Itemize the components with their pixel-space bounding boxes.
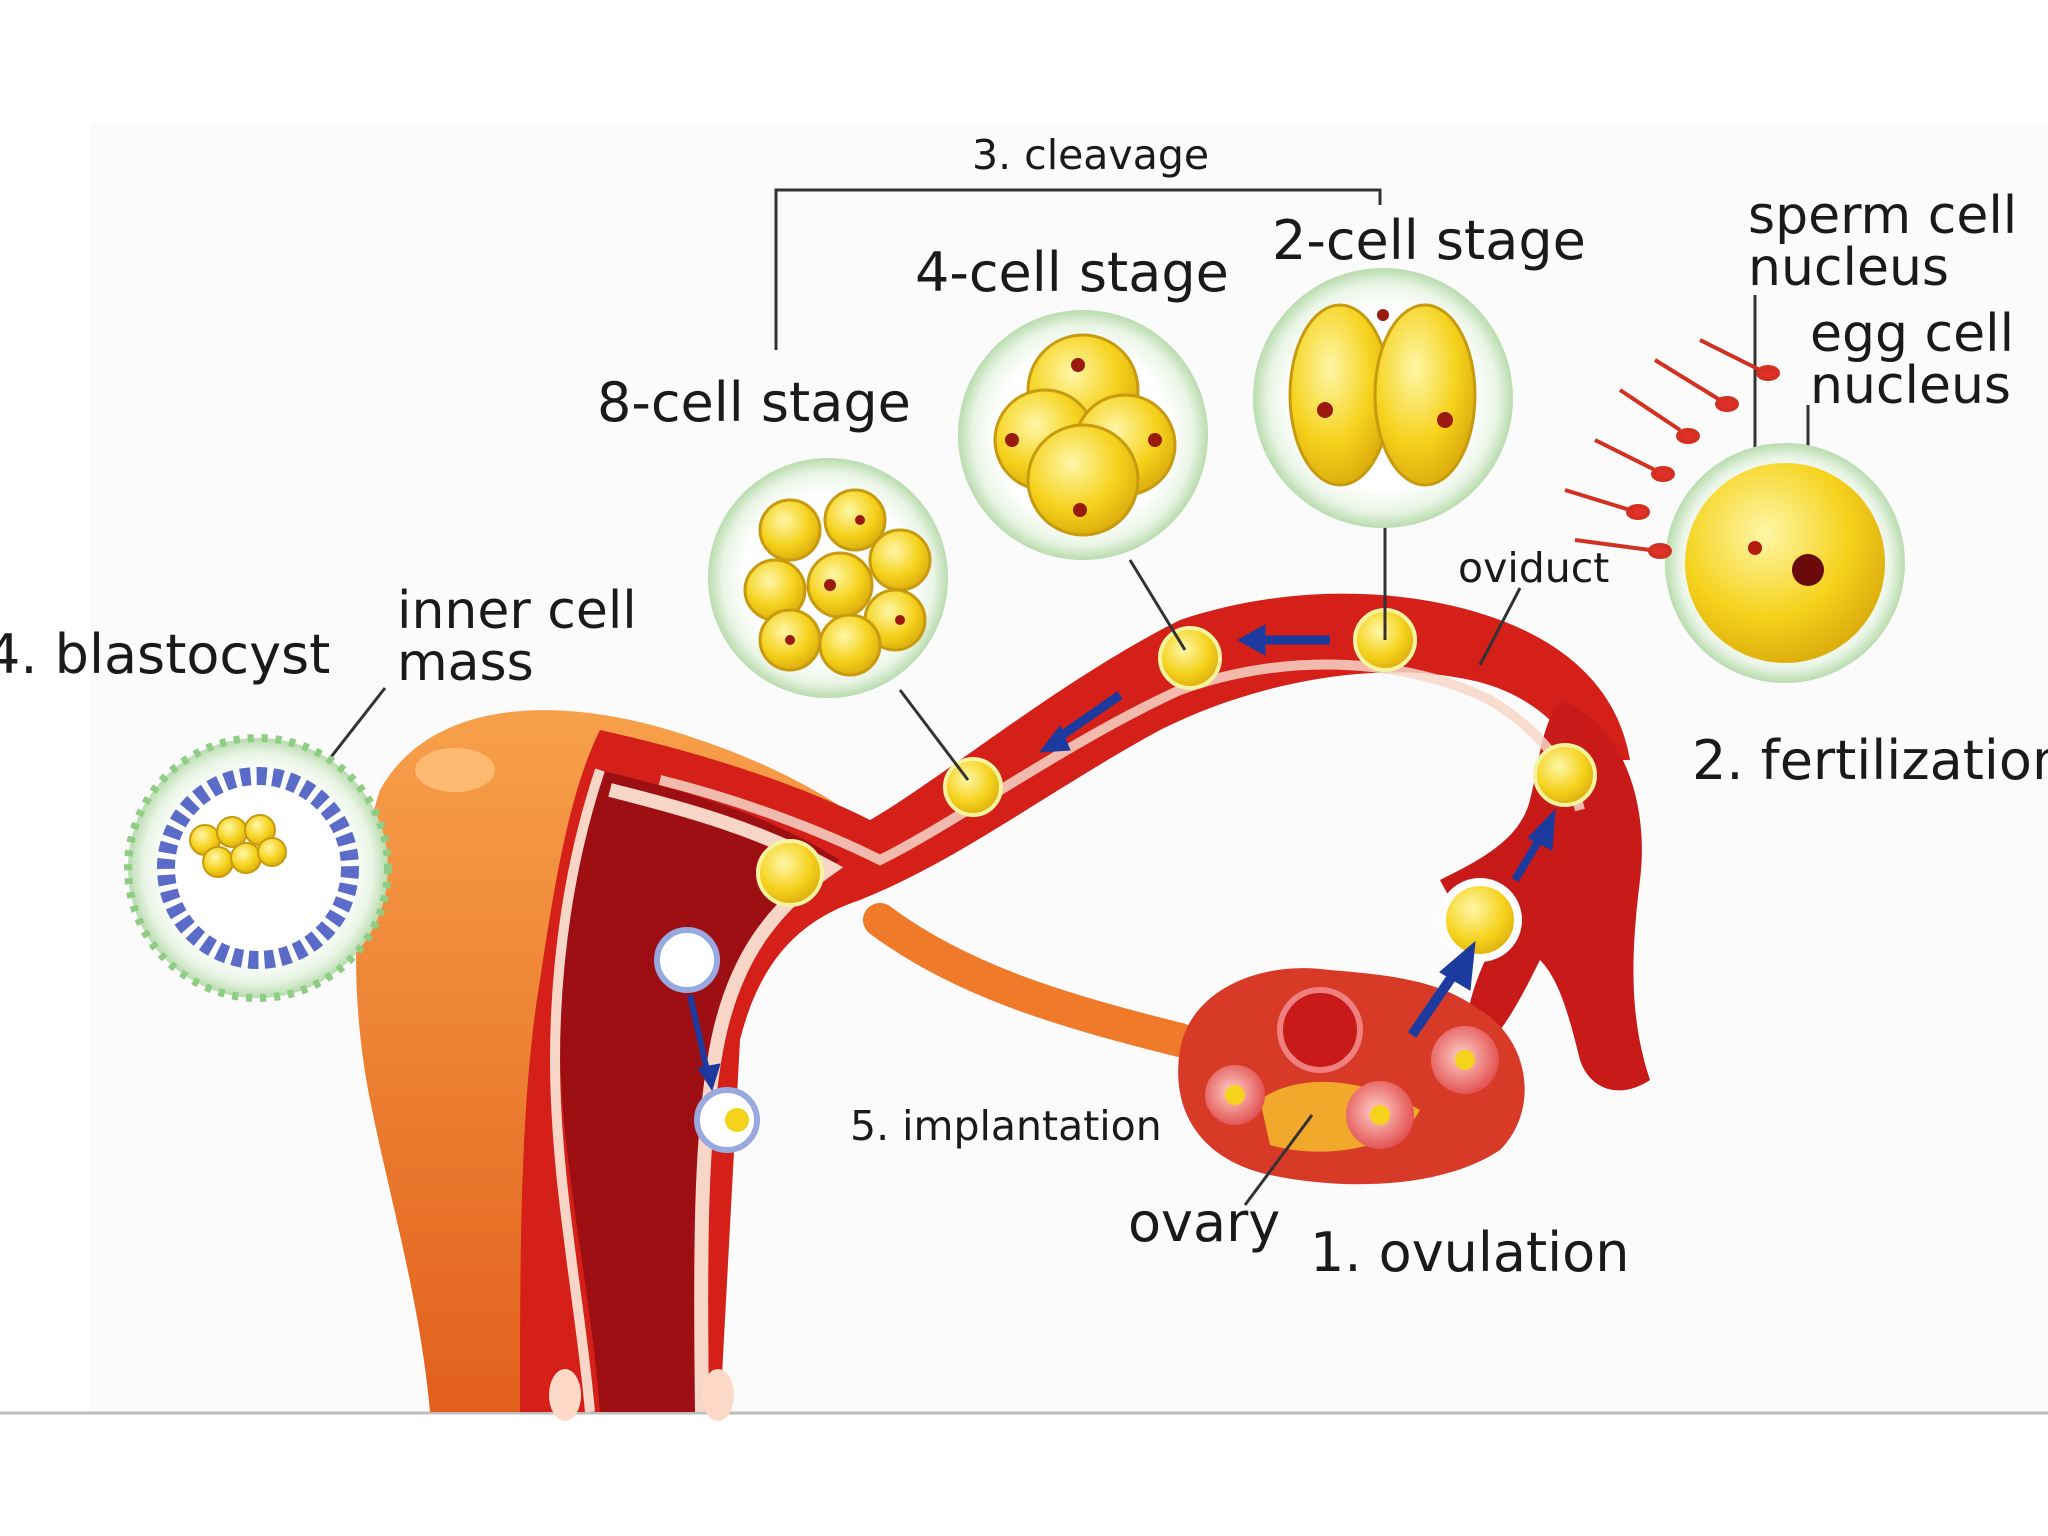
cervix-right [702,1369,734,1421]
uterine-lining [608,783,844,1413]
cleavage-label: 3. cleavage [972,131,1210,179]
oviduct-fimbriae [1440,700,1650,1091]
inner-cell-line2: mass [397,633,534,693]
ovary-label: ovary [1128,1191,1281,1254]
leader-oviduct [1478,587,1522,666]
inner-cell-line1: inner cell [397,581,637,641]
implantation-label: 5. implantation [850,1102,1162,1150]
four-cell-stage-label: 4-cell stage [915,241,1229,304]
blastocyst-small [654,927,720,993]
eight-cell-bubble [708,458,948,698]
ovary-follicle-center [1455,1050,1475,1070]
leader-ovary [1243,1114,1314,1206]
two-cell-stage-label: 2-cell stage [1272,209,1586,272]
fertilization-label: 2. fertilization [1692,729,2048,792]
egg-cell-nucleus-label: egg cell nucleus [1810,308,2014,412]
ovary-follicle-center [1225,1085,1245,1105]
uterine-cavity [560,770,840,1412]
implanting-inner-mass [725,1108,749,1132]
ovulation-label: 1. ovulation [1310,1221,1630,1284]
egg-label-line2: nucleus [1810,356,2011,416]
oviduct-lumen [658,659,1585,866]
oviduct-label: oviduct [1458,544,1610,592]
ovary-follicle-center [1370,1105,1390,1125]
sperm-nucleus [1748,541,1762,555]
uterus-wall [520,593,1630,1412]
four-cell-bubble [958,310,1208,560]
uterus-highlight [415,748,495,792]
ovarian-ligament [863,903,1197,1057]
eight-cell-stage-label: 8-cell stage [597,371,911,434]
sperm-cell-nucleus-label: sperm cell nucleus [1748,190,2017,294]
cleavage-bracket [774,188,1382,350]
blastocyst-label: 4. blastocyst [0,623,331,686]
sperm-label-line1: sperm cell [1748,186,2018,246]
embryo-in-uterus [756,839,824,907]
released-egg [1438,878,1522,962]
blastocyst-bubble [124,734,392,1002]
egg-label-line1: egg cell [1810,304,2015,364]
sperm-label-line2: nucleus [1748,238,1949,298]
fertilization-bubble [1564,338,1905,683]
cervix-left [549,1369,581,1421]
ovary [1178,968,1525,1185]
uterine-lining-outer [549,768,605,1413]
inner-cell-mass-label: inner cell mass [397,585,637,689]
leader-8cell [898,689,970,781]
embryo-in-oviduct [1533,743,1597,807]
two-cell-bubble [1253,268,1513,528]
embryo-in-oviduct [1158,626,1222,690]
movement-arrows [687,624,1556,1092]
leader-4cell [1128,559,1187,651]
ovary-follicle [1277,987,1363,1073]
egg-nucleus [1792,554,1824,586]
embryo-in-oviduct [943,757,1003,817]
